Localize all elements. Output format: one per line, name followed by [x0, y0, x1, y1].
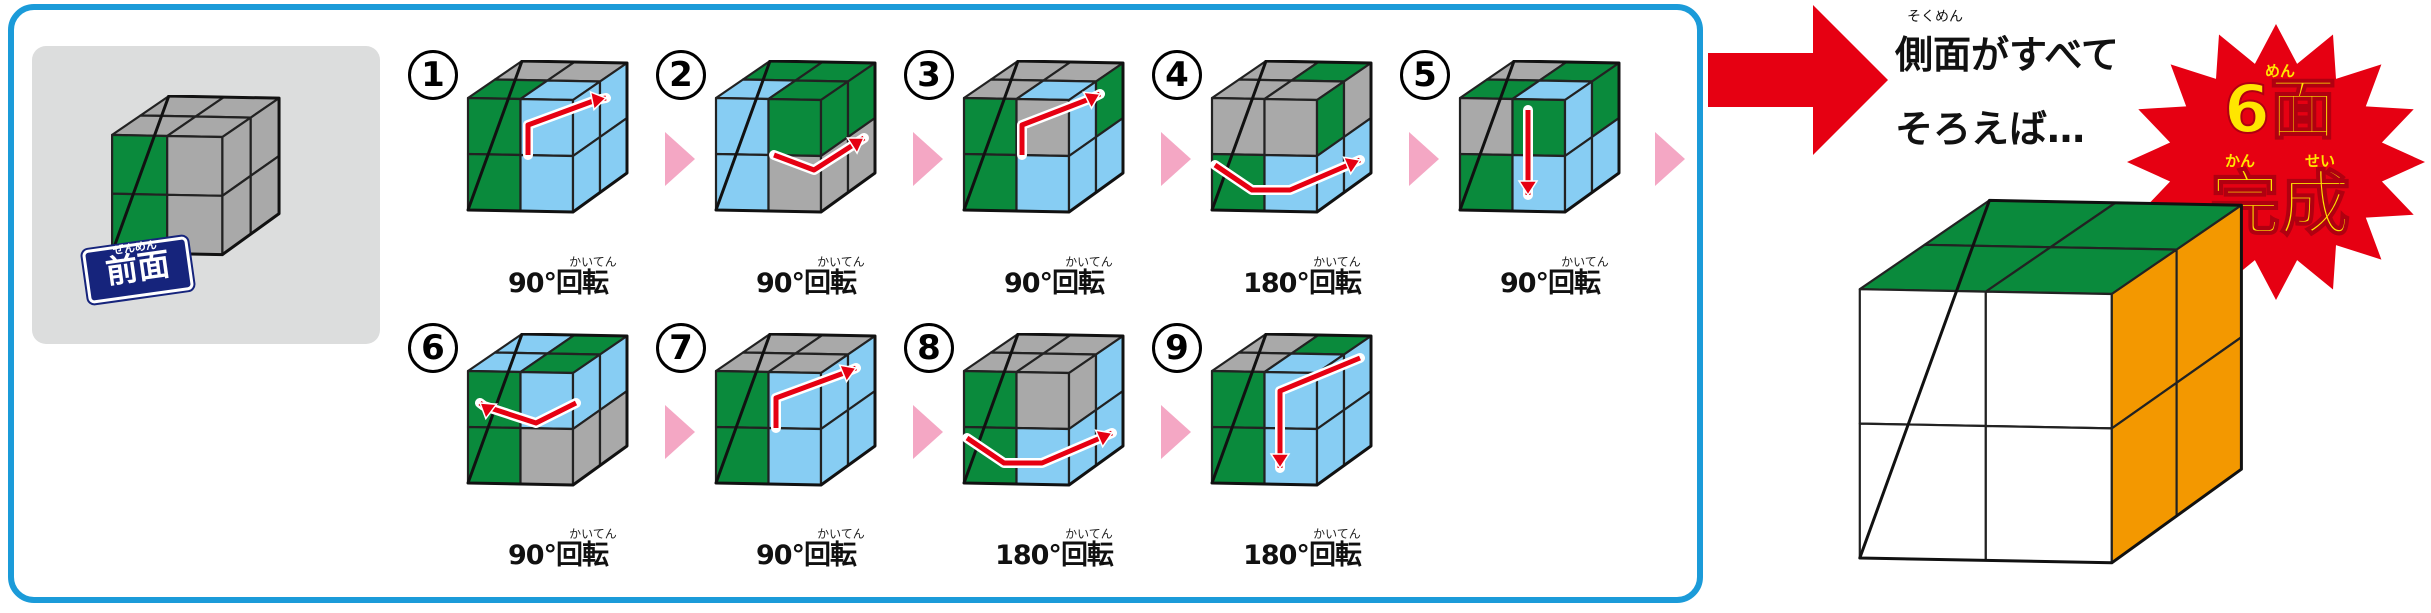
result-arrow-icon: [1708, 5, 1888, 155]
step-7-ruby: かいてん: [817, 527, 865, 541]
step-arrow-5: [1655, 132, 1685, 186]
step-7-angle: 90°: [755, 540, 805, 571]
step-8-angle: 180°: [995, 540, 1062, 571]
steps-panel: [8, 4, 1703, 603]
result-line-1-text: 側面がすべて: [1895, 33, 2119, 77]
step-4-cube: [1210, 60, 1374, 216]
step-6-angle: 90°: [507, 540, 557, 571]
step-6-word: 回転: [556, 540, 609, 571]
burst-line-1: 6面: [2223, 71, 2337, 148]
step-3-number: 3: [904, 50, 954, 100]
step-5-word: 回転: [1548, 268, 1601, 299]
step-1-ruby: かいてん: [569, 255, 617, 269]
step-8-word: 回転: [1060, 540, 1114, 571]
step-2-label: かいてん 90°回転: [716, 256, 896, 300]
burst-ruby-1: めん: [2264, 62, 2295, 80]
step-3-angle: 90°: [1003, 268, 1053, 299]
step-arrow-8: [1161, 405, 1191, 459]
step-6-ruby: かいてん: [569, 527, 617, 541]
step-2-ruby: かいてん: [817, 255, 865, 269]
step-7-cube: [714, 333, 878, 489]
step-arrow-4: [1409, 132, 1439, 186]
step-1-label: かいてん 90°回転: [468, 256, 648, 300]
step-2-cube: [714, 60, 878, 216]
step-arrow-2: [913, 132, 943, 186]
step-5-number: 5: [1400, 50, 1450, 100]
step-6-number: 6: [408, 323, 458, 373]
step-1-cube: [466, 60, 630, 216]
step-5-cube: [1458, 60, 1622, 216]
result-line-1-ruby: そくめん: [1907, 9, 1963, 25]
result-line-1: そくめん 側面がすべて: [1895, 10, 2119, 79]
step-8-cube: [962, 333, 1126, 489]
step-3-word: 回転: [1052, 268, 1105, 299]
step-2-number: 2: [656, 50, 706, 100]
step-3-label: かいてん 90°回転: [964, 256, 1144, 300]
step-4-number: 4: [1152, 50, 1202, 100]
step-4-ruby: かいてん: [1313, 255, 1361, 269]
step-1-angle: 90°: [507, 268, 557, 299]
step-arrow-3: [1161, 132, 1191, 186]
step-1-word: 回転: [556, 268, 609, 299]
step-arrow-6: [665, 405, 695, 459]
step-arrow-1: [665, 132, 695, 186]
step-1-number: 1: [408, 50, 458, 100]
step-8-number: 8: [904, 323, 954, 373]
burst-ruby-2a: かん: [2224, 152, 2255, 170]
step-5-label: かいてん 90°回転: [1460, 256, 1640, 300]
step-6-cube: [466, 333, 630, 489]
step-7-word: 回転: [804, 540, 857, 571]
step-3-cube: [962, 60, 1126, 216]
result-line-2: そろえば…: [1895, 107, 2086, 151]
step-arrow-7: [913, 405, 943, 459]
step-2-word: 回転: [804, 268, 857, 299]
step-7-label: かいてん 90°回転: [716, 528, 896, 572]
step-9-cube: [1210, 333, 1374, 489]
step-5-angle: 90°: [1499, 268, 1549, 299]
step-6-label: かいてん 90°回転: [468, 528, 648, 572]
front-reference-cube: [110, 95, 282, 259]
solved-cube: [1855, 198, 2249, 572]
burst-ruby-2b: せい: [2304, 152, 2335, 170]
step-8-ruby: かいてん: [1065, 527, 1113, 541]
step-2-angle: 90°: [755, 268, 805, 299]
step-9-word: 回転: [1308, 540, 1362, 571]
step-4-word: 回転: [1308, 268, 1362, 299]
step-7-number: 7: [656, 323, 706, 373]
step-9-number: 9: [1152, 323, 1202, 373]
step-5-ruby: かいてん: [1561, 255, 1609, 269]
step-4-angle: 180°: [1243, 268, 1310, 299]
step-9-angle: 180°: [1243, 540, 1310, 571]
step-3-ruby: かいてん: [1065, 255, 1113, 269]
step-9-ruby: かいてん: [1313, 527, 1361, 541]
